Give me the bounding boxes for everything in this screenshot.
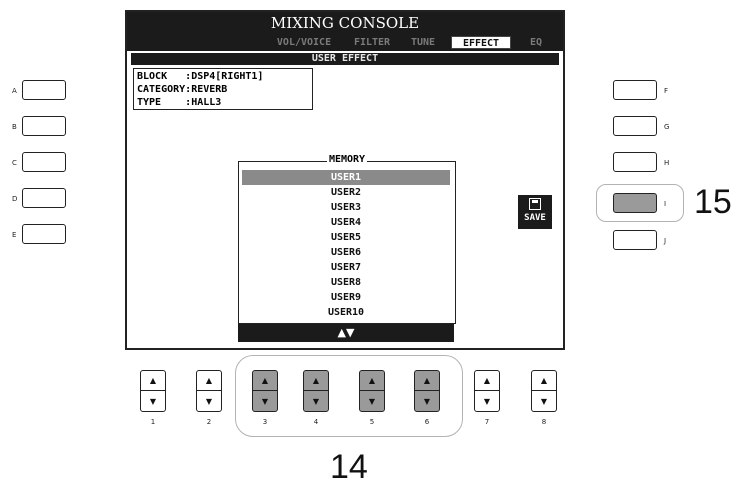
bottom-number-3: 3 xyxy=(262,418,268,426)
letter-d: D xyxy=(12,195,18,203)
highlight-ring-button-i xyxy=(596,184,684,222)
scroll-arrows[interactable]: ▲▼ xyxy=(238,324,454,342)
letter-g: G xyxy=(664,123,670,131)
bottom-button-5[interactable]: ▲ ▼ xyxy=(359,370,385,412)
tab-vol-voice[interactable]: VOL/VOICE xyxy=(276,37,332,48)
tab-eq[interactable]: EQ xyxy=(529,37,543,48)
callout-15: 15 xyxy=(694,183,732,221)
letter-j: J xyxy=(664,237,667,245)
memory-item[interactable]: USER1 xyxy=(242,170,450,185)
button-j[interactable] xyxy=(613,230,657,250)
down-arrow-icon[interactable]: ▼ xyxy=(261,396,269,406)
category-row: CATEGORY:REVERB xyxy=(137,83,309,96)
save-label: SAVE xyxy=(524,213,546,223)
floppy-disk-icon xyxy=(529,198,541,210)
tab-tune[interactable]: TUNE xyxy=(410,37,436,48)
bottom-number-5: 5 xyxy=(369,418,375,426)
memory-item[interactable]: USER8 xyxy=(330,277,362,288)
bottom-button-3[interactable]: ▲ ▼ xyxy=(252,370,278,412)
bottom-button-7[interactable]: ▲ ▼ xyxy=(474,370,500,412)
up-arrow-icon[interactable]: ▲ xyxy=(532,371,556,391)
bottom-number-8: 8 xyxy=(541,418,547,426)
letter-i: I xyxy=(664,200,667,208)
letter-f: F xyxy=(664,87,669,95)
save-button[interactable]: SAVE xyxy=(518,195,552,229)
up-arrow-icon[interactable]: ▲ xyxy=(253,371,277,391)
up-arrow-icon[interactable]: ▲ xyxy=(415,371,439,391)
bottom-button-4[interactable]: ▲ ▼ xyxy=(303,370,329,412)
block-value: :DSP4[RIGHT1] xyxy=(185,71,264,82)
bottom-button-1[interactable]: ▲ ▼ xyxy=(140,370,166,412)
bottom-button-2[interactable]: ▲ ▼ xyxy=(196,370,222,412)
memory-item[interactable]: USER5 xyxy=(330,232,362,243)
up-arrow-icon[interactable]: ▲ xyxy=(360,371,384,391)
button-f[interactable] xyxy=(613,80,657,100)
up-arrow-icon[interactable]: ▲ xyxy=(475,371,499,391)
tab-bar: VOL/VOICE FILTER TUNE EFFECT EQ xyxy=(127,34,563,51)
letter-c: C xyxy=(12,159,17,167)
tab-effect[interactable]: EFFECT xyxy=(451,36,511,49)
down-arrow-icon[interactable]: ▼ xyxy=(423,396,431,406)
button-e[interactable] xyxy=(22,224,66,244)
button-a[interactable] xyxy=(22,80,66,100)
memory-item[interactable]: USER6 xyxy=(330,247,362,258)
page-subheader: USER EFFECT xyxy=(131,53,559,65)
memory-item[interactable]: USER2 xyxy=(330,187,362,198)
letter-b: B xyxy=(12,123,17,131)
block-label: BLOCK xyxy=(137,71,186,82)
bottom-number-4: 4 xyxy=(313,418,319,426)
button-h[interactable] xyxy=(613,152,657,172)
down-arrow-icon[interactable]: ▼ xyxy=(149,396,157,406)
lcd-screen: MIXING CONSOLE VOL/VOICE FILTER TUNE EFF… xyxy=(125,10,565,350)
letter-h: H xyxy=(664,159,670,167)
bottom-number-7: 7 xyxy=(484,418,490,426)
up-arrow-icon[interactable]: ▲ xyxy=(141,371,165,391)
bottom-button-6[interactable]: ▲ ▼ xyxy=(414,370,440,412)
letter-a: A xyxy=(12,87,17,95)
button-g[interactable] xyxy=(613,116,657,136)
memory-title: MEMORY xyxy=(326,154,368,165)
block-row: BLOCK :DSP4[RIGHT1] xyxy=(137,70,309,83)
tab-filter[interactable]: FILTER xyxy=(353,37,391,48)
button-b[interactable] xyxy=(22,116,66,136)
category-label: CATEGORY xyxy=(137,84,186,95)
down-arrow-icon[interactable]: ▼ xyxy=(540,396,548,406)
down-arrow-icon[interactable]: ▼ xyxy=(368,396,376,406)
memory-item[interactable]: USER3 xyxy=(330,202,362,213)
letter-e: E xyxy=(12,231,17,239)
bottom-number-2: 2 xyxy=(206,418,212,426)
type-label: TYPE xyxy=(137,97,186,108)
memory-item[interactable]: USER9 xyxy=(330,292,362,303)
bottom-number-1: 1 xyxy=(150,418,156,426)
memory-item[interactable]: USER4 xyxy=(330,217,362,228)
up-arrow-icon[interactable]: ▲ xyxy=(197,371,221,391)
down-arrow-icon[interactable]: ▼ xyxy=(312,396,320,406)
highlight-ring-buttons-3-6 xyxy=(235,355,463,437)
category-value: :REVERB xyxy=(185,84,228,95)
button-d[interactable] xyxy=(22,188,66,208)
button-i[interactable] xyxy=(613,193,657,213)
bottom-button-8[interactable]: ▲ ▼ xyxy=(531,370,557,412)
bottom-number-6: 6 xyxy=(424,418,430,426)
type-row: TYPE :HALL3 xyxy=(137,96,309,109)
effect-info-box: BLOCK :DSP4[RIGHT1] CATEGORY:REVERB TYPE… xyxy=(133,68,313,110)
callout-14: 14 xyxy=(330,448,368,486)
type-value: :HALL3 xyxy=(185,97,222,108)
memory-item[interactable]: USER10 xyxy=(327,307,365,318)
down-arrow-icon[interactable]: ▼ xyxy=(483,396,491,406)
memory-item[interactable]: USER7 xyxy=(330,262,362,273)
up-arrow-icon[interactable]: ▲ xyxy=(304,371,328,391)
button-c[interactable] xyxy=(22,152,66,172)
screen-title: MIXING CONSOLE xyxy=(127,12,563,34)
down-arrow-icon[interactable]: ▼ xyxy=(205,396,213,406)
